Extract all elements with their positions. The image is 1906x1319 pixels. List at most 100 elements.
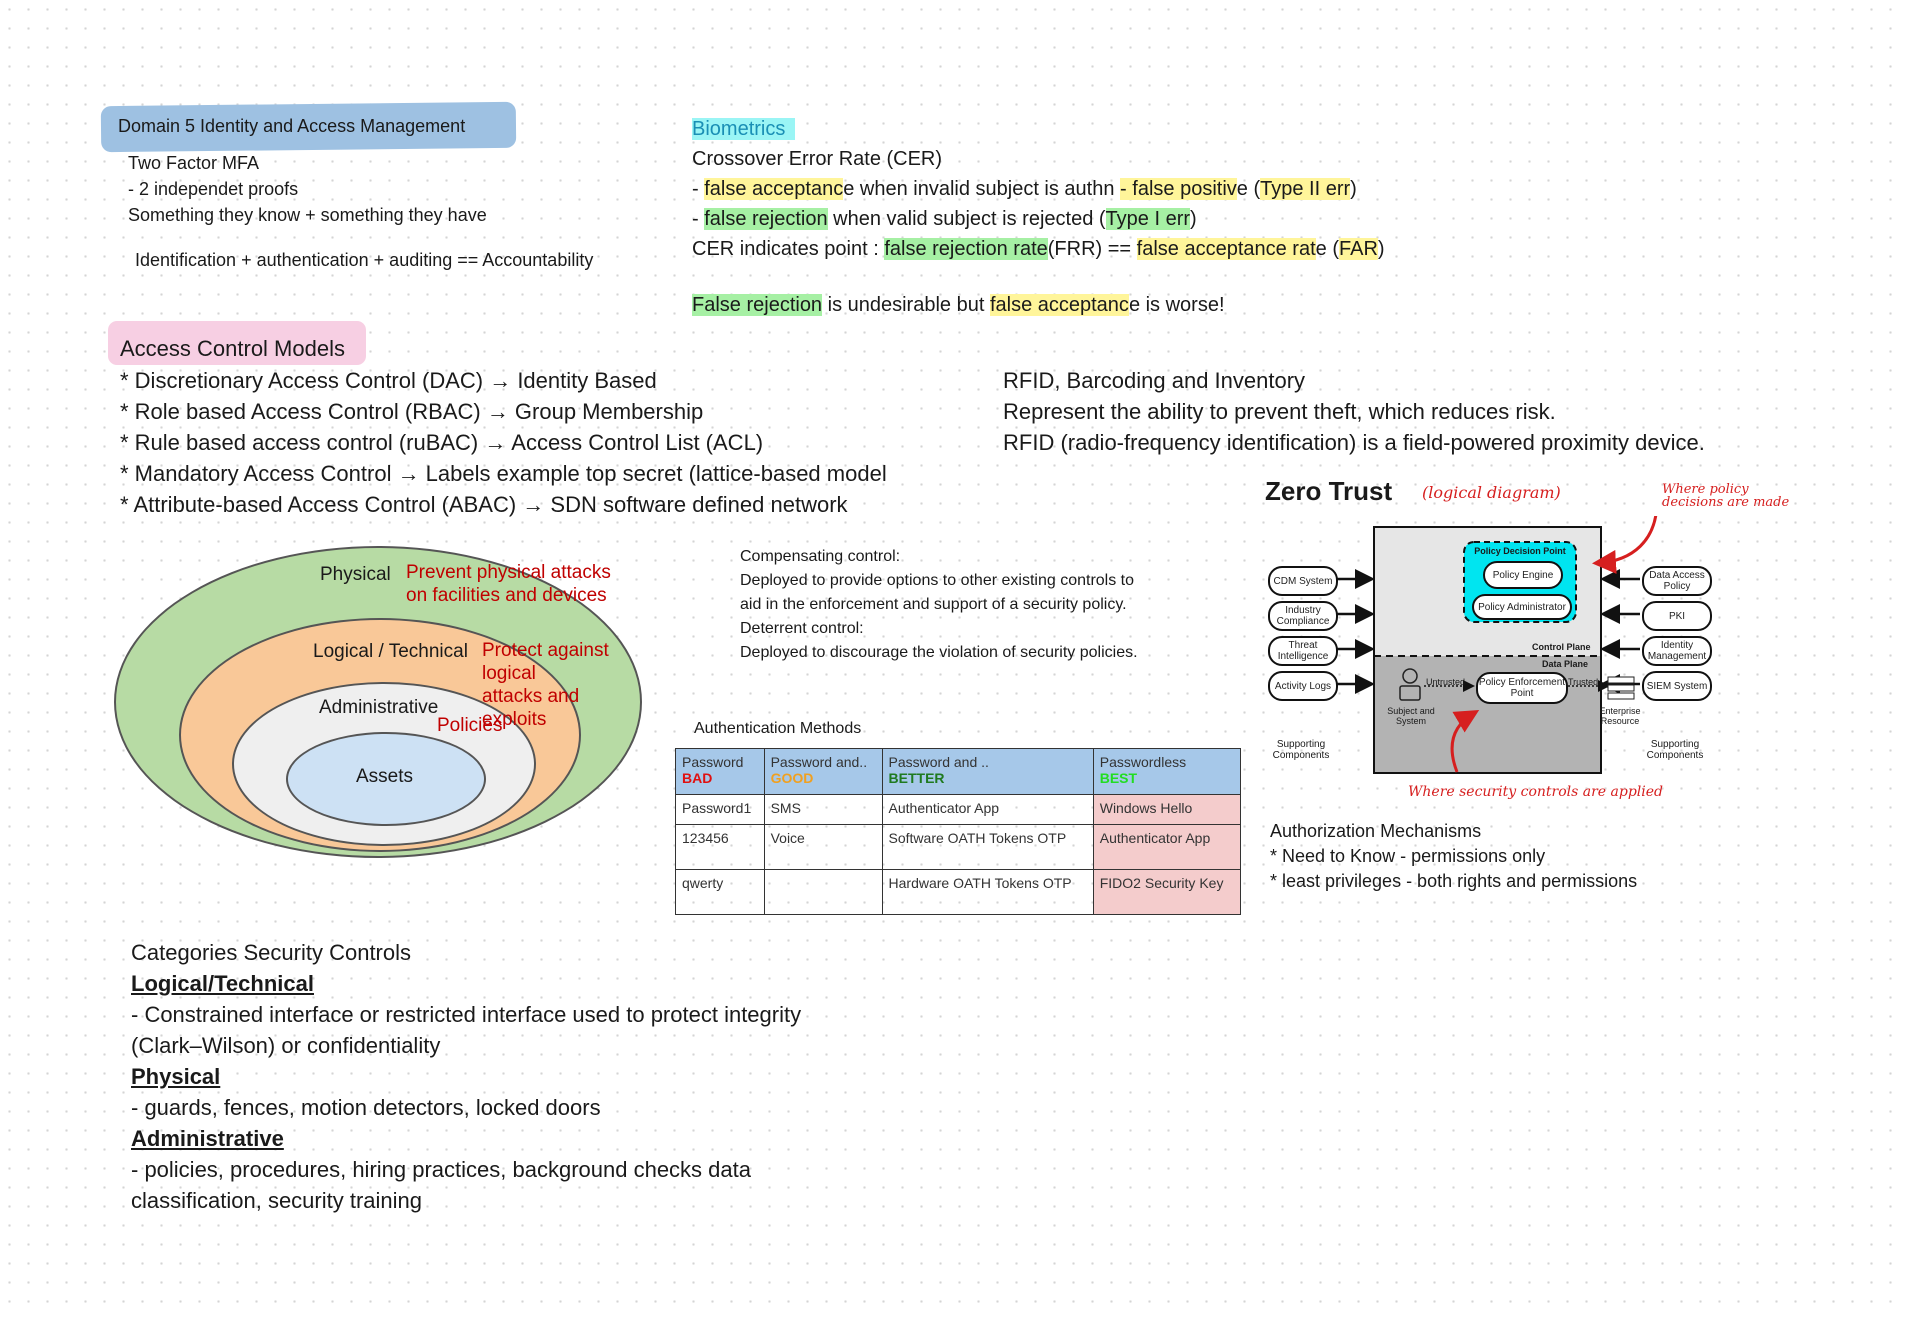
left-component[interactable]: CDM System: [1268, 566, 1338, 596]
compensating-line: Deterrent control:: [740, 620, 864, 637]
mfa-line: - 2 independet proofs: [128, 179, 299, 199]
table-cell: SMS: [763, 794, 883, 825]
acm-heading[interactable]: Access Control Models: [120, 336, 345, 361]
header-cell: Password and ..BETTER: [881, 748, 1094, 795]
physical-line: - guards, fences, motion detectors, lock…: [131, 1095, 601, 1120]
physical-label: Physical: [320, 564, 391, 585]
right-component[interactable]: Data Access Policy: [1642, 566, 1712, 596]
auth-methods-caption[interactable]: Authentication Methods: [694, 720, 862, 737]
authorization-block[interactable]: Authorization Mechanisms * Need to Know …: [1270, 819, 1637, 894]
acm-item: * Rule based access control (ruBAC) → Ac…: [120, 430, 764, 455]
compensating-block[interactable]: Compensating control: Deployed to provid…: [740, 545, 1138, 665]
table-cell: 123456: [675, 824, 765, 870]
acm-list[interactable]: * Discretionary Access Control (DAC) → I…: [120, 365, 887, 520]
acm-item: * Discretionary Access Control (DAC) → I…: [120, 368, 657, 393]
header-cell: Password and..GOOD: [763, 748, 883, 795]
cer-line: Crossover Error Rate (CER): [692, 148, 943, 170]
left-component[interactable]: Threat Intelligence: [1268, 636, 1338, 666]
acm-highlight: [108, 321, 366, 365]
zero-trust-subtitle: (logical diagram): [1422, 483, 1561, 502]
table-row: Password1 SMS Authenticator App Windows …: [675, 794, 1242, 825]
policy-administrator-box[interactable]: Policy Administrator: [1472, 594, 1572, 620]
mfa-line: Two Factor MFA: [128, 153, 260, 173]
left-component[interactable]: Activity Logs: [1268, 671, 1338, 701]
pdp-label: Policy Decision Point: [1474, 546, 1566, 556]
admin-line: - policies, procedures, hiring practices…: [131, 1157, 751, 1182]
right-component[interactable]: Identity Management: [1642, 636, 1712, 666]
table-row: qwerty Hardware OATH Tokens OTP FIDO2 Se…: [675, 869, 1242, 915]
biometrics-block[interactable]: Biometrics Crossover Error Rate (CER) - …: [692, 114, 1385, 320]
categories-heading: Categories Security Controls: [131, 940, 412, 965]
table-cell: Hardware OATH Tokens OTP: [881, 869, 1094, 915]
policies-label: Policies: [437, 715, 503, 736]
worse-line: False rejection is undesirable but false…: [692, 294, 1225, 316]
table-row: 123456 Voice Software OATH Tokens OTP Au…: [675, 824, 1242, 870]
mfa-line: Something they know + something they hav…: [128, 205, 487, 225]
fa-line: - false acceptance when invalid subject …: [692, 178, 1357, 200]
right-component[interactable]: PKI: [1642, 601, 1712, 631]
assets-label: Assets: [356, 766, 414, 787]
table-cell: [763, 869, 883, 915]
data-plane-label: Data Plane: [1542, 659, 1589, 669]
table-cell: qwerty: [675, 869, 765, 915]
rfid-line: RFID, Barcoding and Inventory: [1003, 368, 1306, 393]
authorization-line: * Need to Know - permissions only: [1270, 846, 1546, 866]
logical-line: - Constrained interface or restricted in…: [131, 1002, 802, 1027]
table-cell: Password1: [675, 794, 765, 825]
table-cell: Authenticator App: [1092, 824, 1242, 870]
compensating-line: Deployed to discourage the violation of …: [740, 644, 1138, 661]
administrative-label: Administrative: [319, 697, 439, 718]
policy-engine-box[interactable]: Policy Engine: [1483, 561, 1563, 589]
logical-title: Logical/Technical: [131, 971, 314, 996]
rfid-line: Represent the ability to prevent theft, …: [1003, 399, 1556, 424]
rfid-block[interactable]: RFID, Barcoding and Inventory Represent …: [1003, 365, 1705, 458]
table-cell: Authenticator App: [881, 794, 1094, 825]
admin-line: classification, security training: [131, 1188, 423, 1213]
left-component[interactable]: Industry Compliance: [1268, 601, 1338, 631]
authorization-line: * least privileges - both rights and per…: [1270, 871, 1638, 891]
physical-title: Physical: [131, 1064, 221, 1089]
subject-label: Subject and System: [1387, 706, 1435, 726]
logical-label: Logical / Technical: [313, 641, 468, 662]
compensating-line: Deployed to provide options to other exi…: [740, 572, 1135, 589]
note-security-controls: Where security controls are applied: [1408, 784, 1663, 800]
table-cell: FIDO2 Security Key: [1092, 869, 1242, 915]
biometrics-heading: Biometrics: [692, 118, 796, 140]
assets-core: [286, 732, 486, 826]
acm-item: * Attribute-based Access Control (ABAC) …: [120, 492, 848, 517]
mfa-block[interactable]: Two Factor MFA - 2 independet proofs Som…: [128, 150, 487, 228]
authorization-line: Authorization Mechanisms: [1270, 821, 1482, 841]
right-component[interactable]: SIEM System: [1642, 671, 1712, 701]
supporting-right-label: Supporting Components: [1646, 739, 1704, 761]
admin-title: Administrative: [131, 1126, 284, 1151]
zero-trust-title[interactable]: Zero Trust: [1265, 476, 1393, 506]
table-cell: Software OATH Tokens OTP: [881, 824, 1094, 870]
supporting-left-label: Supporting Components: [1272, 739, 1330, 761]
categories-block[interactable]: Categories Security Controls Logical/Tec…: [131, 937, 801, 1216]
fr-line: - false rejection when valid subject is …: [692, 208, 1197, 230]
cer-point-line: CER indicates point : false rejection ra…: [692, 238, 1385, 260]
table-cell: Voice: [763, 824, 883, 870]
page-title[interactable]: Domain 5 Identity and Access Management: [118, 116, 466, 136]
resource-label: Enterprise Resource: [1599, 706, 1641, 726]
accountability-note[interactable]: Identification + authentication + auditi…: [135, 250, 594, 270]
trusted-label: Trusted: [1568, 677, 1599, 687]
rfid-line: RFID (radio-frequency identification) is…: [1003, 430, 1705, 455]
policy-enforcement-point[interactable]: Policy Enforcement Point: [1476, 672, 1568, 704]
acm-item: * Role based Access Control (RBAC) → Gro…: [120, 399, 704, 424]
compensating-line: Compensating control:: [740, 548, 901, 565]
control-plane-label: Control Plane: [1532, 642, 1591, 652]
untrusted-label: Untrusted: [1426, 677, 1466, 687]
zero-trust-diagram[interactable]: Policy Decision Point Policy Engine Poli…: [1262, 516, 1712, 780]
compensating-line: aid in the enforcement and support of a …: [740, 596, 1127, 613]
logical-line: (Clark–Wilson) or confidentiality: [131, 1033, 441, 1058]
table-cell: Windows Hello: [1092, 794, 1242, 825]
